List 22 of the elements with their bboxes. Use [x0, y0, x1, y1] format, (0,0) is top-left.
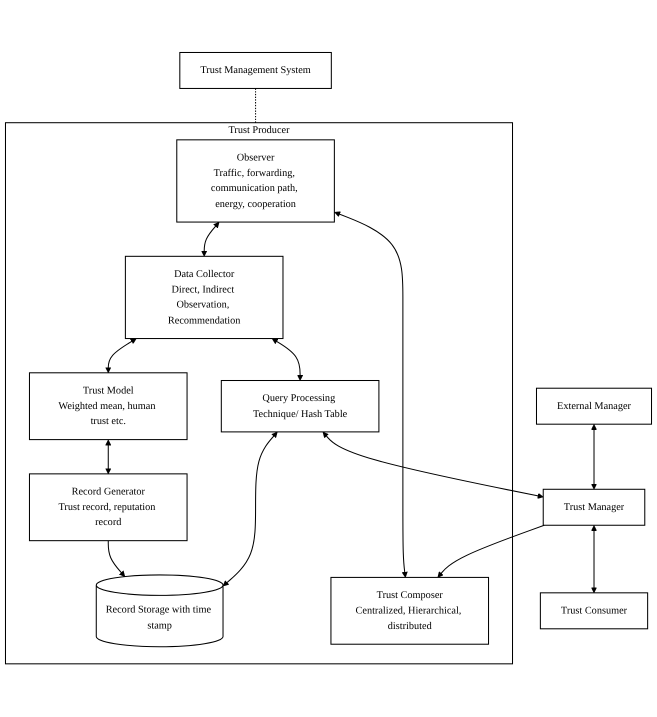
arrow: [591, 424, 598, 490]
node-box: Record Generator Trust record, reputation record: [28, 474, 188, 542]
node-box: Observer Traffic, forwarding, communication path, energy, cooperation: [176, 140, 335, 223]
arrow: [222, 432, 278, 587]
node-box: Trust Model Weighted mean, human trust etc.: [28, 372, 188, 440]
node-box: Trust Consumer: [540, 592, 648, 630]
arrow: [108, 541, 126, 578]
arrow: [201, 222, 220, 257]
connector: [255, 88, 256, 124]
node-box: Query Processing Technique/ Hash Table: [220, 380, 380, 433]
node-box: Trust Management System: [179, 52, 332, 90]
node-box: Trust Composer Centralized, Hierarchical, distributed: [330, 577, 490, 646]
arrow: [438, 525, 544, 578]
arrow: [334, 212, 408, 578]
arrow: [272, 338, 304, 382]
node-box: External Manager: [536, 388, 652, 426]
node-box: Trust Manager: [542, 489, 646, 526]
arrow: [105, 338, 137, 374]
node-box: Data Collector Direct, Indirect Observation, Recommendation: [124, 256, 284, 340]
arrow: [322, 432, 544, 500]
arrow: [591, 526, 598, 594]
arrow: [105, 440, 112, 474]
